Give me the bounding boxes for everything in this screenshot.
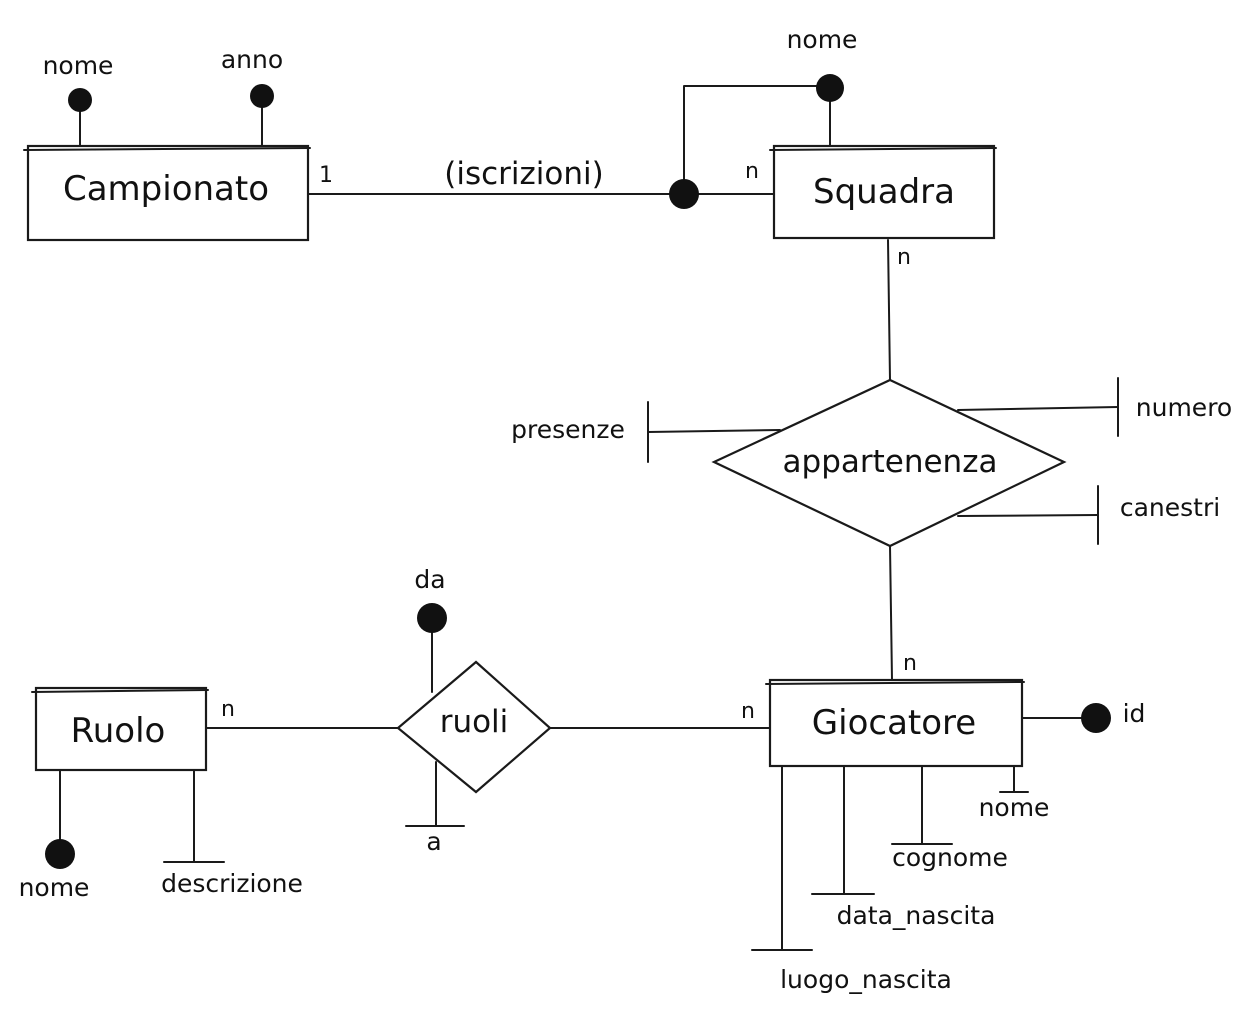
attribute-giocatore-cognome: cognome — [891, 765, 1008, 872]
attribute-giocatore-data-nascita: data_nascita — [811, 765, 996, 930]
cardinality-ruolo-ruoli: n — [221, 697, 235, 722]
iscrizioni-identifier-dot — [669, 179, 699, 209]
svg-text:a: a — [426, 827, 441, 856]
svg-text:nome: nome — [19, 873, 90, 902]
svg-text:id: id — [1123, 699, 1146, 728]
attribute-giocatore-luogo-nascita: luogo_nascita — [751, 765, 952, 994]
relationship-appartenenza-label: appartenenza — [783, 444, 998, 480]
attribute-campionato-nome: nome — [43, 51, 114, 147]
attribute-numero: numero — [957, 377, 1232, 437]
squadra-appartenenza-line — [887, 239, 891, 381]
relationship-iscrizioni-label: (iscrizioni) — [444, 156, 603, 192]
svg-text:numero: numero — [1136, 393, 1232, 422]
relationship-ruoli-label: ruoli — [440, 704, 509, 740]
entity-giocatore: Giocatore — [765, 678, 1025, 768]
svg-text:nome: nome — [979, 793, 1050, 822]
entity-giocatore-label: Giocatore — [812, 703, 976, 743]
attribute-giocatore-nome: nome — [979, 765, 1050, 822]
svg-text:nome: nome — [43, 51, 114, 80]
attribute-campionato-anno: anno — [221, 45, 283, 147]
svg-text:canestri: canestri — [1120, 493, 1220, 522]
attribute-ruoli-da: da — [414, 565, 447, 693]
attribute-presenze: presenze — [511, 401, 781, 463]
cardinality-giocatore-appartenenza: n — [903, 651, 917, 676]
entity-campionato: Campionato — [23, 144, 311, 242]
attribute-giocatore-id: id — [1021, 699, 1146, 733]
entity-campionato-label: Campionato — [63, 169, 269, 209]
attribute-squadra-nome: nome — [787, 25, 858, 147]
svg-text:data_nascita: data_nascita — [837, 901, 996, 930]
relationship-iscrizioni: (iscrizioni) — [444, 156, 699, 209]
svg-text:nome: nome — [787, 25, 858, 54]
relationship-ruoli: ruoli — [396, 660, 552, 794]
attribute-ruoli-a: a — [405, 761, 465, 856]
attribute-ruolo-nome: nome — [19, 769, 90, 902]
svg-text:presenze: presenze — [511, 415, 625, 444]
svg-text:cognome: cognome — [892, 843, 1008, 872]
attribute-ruolo-descrizione: descrizione — [161, 769, 303, 898]
svg-text:descrizione: descrizione — [161, 869, 303, 898]
relationship-appartenenza: appartenenza — [711, 378, 1067, 548]
cardinality-squadra-appartenenza: n — [897, 245, 911, 270]
entity-ruolo-label: Ruolo — [71, 711, 166, 751]
attribute-canestri: canestri — [957, 485, 1220, 545]
cardinality-squadra-iscrizioni: n — [745, 159, 759, 184]
entity-ruolo: Ruolo — [31, 686, 209, 772]
appartenenza-giocatore-line — [889, 545, 893, 681]
svg-text:luogo_nascita: luogo_nascita — [780, 965, 952, 994]
svg-text:da: da — [414, 565, 445, 594]
svg-text:anno: anno — [221, 45, 283, 74]
entity-squadra: Squadra — [769, 144, 997, 240]
entity-squadra-label: Squadra — [813, 172, 955, 212]
squadra-identifier-loop — [683, 85, 829, 195]
cardinality-giocatore-ruoli: n — [741, 699, 755, 724]
cardinality-campionato-iscrizioni: 1 — [319, 163, 333, 188]
